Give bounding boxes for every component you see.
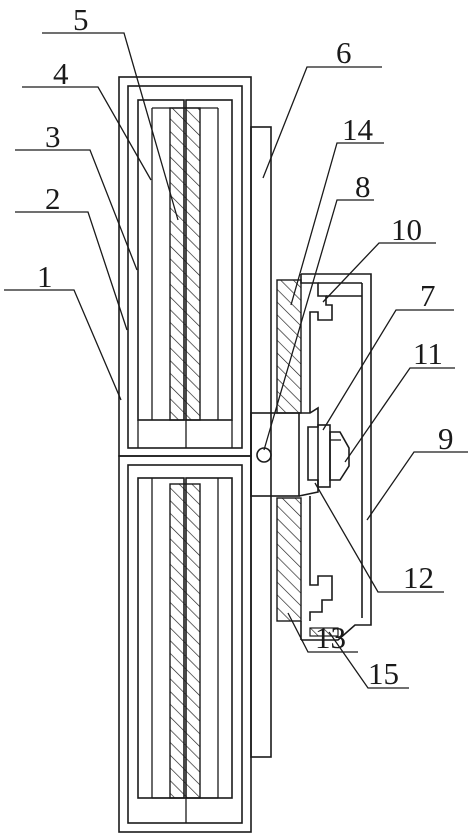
release-button	[329, 431, 350, 481]
leader-6	[262, 66, 382, 179]
leader-14	[290, 142, 384, 306]
label-15: 15	[368, 656, 399, 691]
hinge-pin	[256, 447, 272, 463]
latch-profile	[298, 406, 319, 497]
lower-inner-frame	[127, 464, 243, 824]
upper-panel-assembly	[118, 76, 252, 457]
part-labels: 1 2 3 4 5 6 7 8 9 10 11 12 13 14 15	[37, 2, 454, 691]
label-6: 6	[336, 35, 352, 70]
label-13: 13	[315, 620, 346, 655]
leader-lines	[4, 32, 468, 689]
label-4: 4	[53, 56, 69, 91]
leader-1	[4, 289, 122, 401]
leader-3	[15, 149, 138, 271]
leader-8	[263, 199, 374, 451]
leader-13	[287, 612, 358, 653]
lower-panel-assembly	[118, 455, 252, 833]
leader-11	[344, 367, 455, 463]
leader-4	[22, 86, 152, 181]
label-8: 8	[355, 169, 371, 204]
label-7: 7	[420, 278, 436, 313]
bracket-rail	[301, 273, 372, 641]
upper-hook	[300, 274, 333, 413]
mounting-plate	[250, 126, 300, 758]
upper-hatched-interlayer	[169, 107, 201, 421]
label-11: 11	[413, 336, 443, 371]
bracket-profile	[298, 273, 372, 641]
leader-5	[42, 32, 179, 221]
label-5: 5	[73, 2, 89, 37]
hinge-block	[250, 412, 300, 497]
label-9: 9	[438, 421, 454, 456]
label-1: 1	[37, 259, 53, 294]
leader-7	[322, 309, 454, 431]
lower-support-block	[276, 497, 302, 622]
mounting-plate-body	[250, 126, 272, 758]
label-2: 2	[45, 181, 61, 216]
leader-12	[314, 482, 444, 593]
lower-hatched-interlayer	[169, 483, 201, 799]
label-10: 10	[391, 212, 422, 247]
upper-inner-frame	[127, 85, 243, 449]
leader-15	[328, 631, 409, 689]
latch-body	[317, 424, 331, 488]
label-3: 3	[45, 119, 61, 154]
leader-9	[366, 451, 468, 521]
leader-10	[322, 242, 436, 303]
seal-strip	[309, 627, 339, 637]
lower-hook	[309, 496, 333, 621]
leader-2	[15, 211, 128, 331]
label-12: 12	[403, 560, 434, 595]
label-14: 14	[342, 112, 374, 147]
